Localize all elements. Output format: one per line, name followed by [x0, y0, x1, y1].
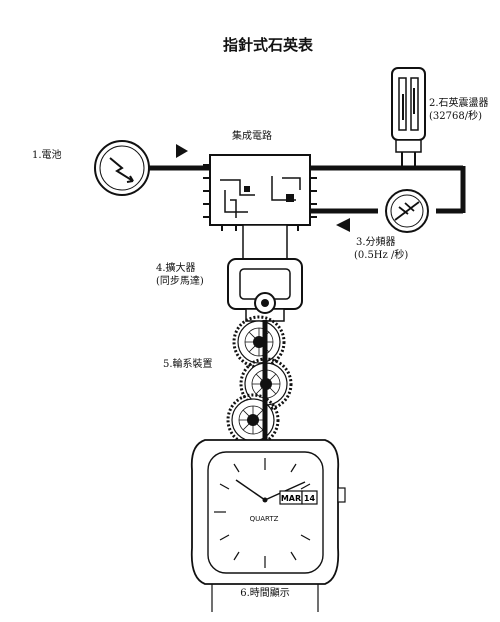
- divider-frequency: (0.5Hz /秒): [354, 248, 408, 261]
- battery: [94, 140, 150, 196]
- date-window: 14: [304, 494, 316, 503]
- crystal-frequency: (32768/秒): [429, 109, 482, 122]
- crystal-label: 2.石英震盪器: [429, 96, 489, 109]
- stepping-motor: [227, 224, 303, 322]
- gear-3: [226, 393, 280, 447]
- amplifier-sub: (同步馬達): [156, 275, 204, 287]
- battery-label: 1.電池: [32, 148, 62, 161]
- ic-label: 集成電路: [232, 129, 272, 142]
- gear-1: [232, 315, 286, 369]
- gear-train-label: 5.輪系裝置: [163, 357, 213, 370]
- integrated-circuit: [203, 154, 317, 231]
- arrow-right-icon: [176, 144, 188, 158]
- gear-train: [226, 315, 293, 448]
- dial-brand: QUARTZ: [250, 515, 279, 523]
- day-window: MAR: [281, 494, 301, 503]
- quartz-crystal: [391, 67, 426, 168]
- display-label: 6.時間顯示: [240, 587, 290, 599]
- lightning-icon: [109, 157, 134, 183]
- crown: [337, 487, 346, 503]
- amplifier-label: 4.擴大器: [156, 261, 196, 274]
- watch: MAR 14 QUARTZ: [190, 439, 346, 612]
- arrow-left-icon: [336, 218, 350, 232]
- divider-label: 3.分頻器: [356, 235, 396, 248]
- hour-markers: [214, 458, 311, 568]
- page-title: 指針式石英表: [223, 36, 314, 54]
- frequency-divider: [385, 189, 429, 233]
